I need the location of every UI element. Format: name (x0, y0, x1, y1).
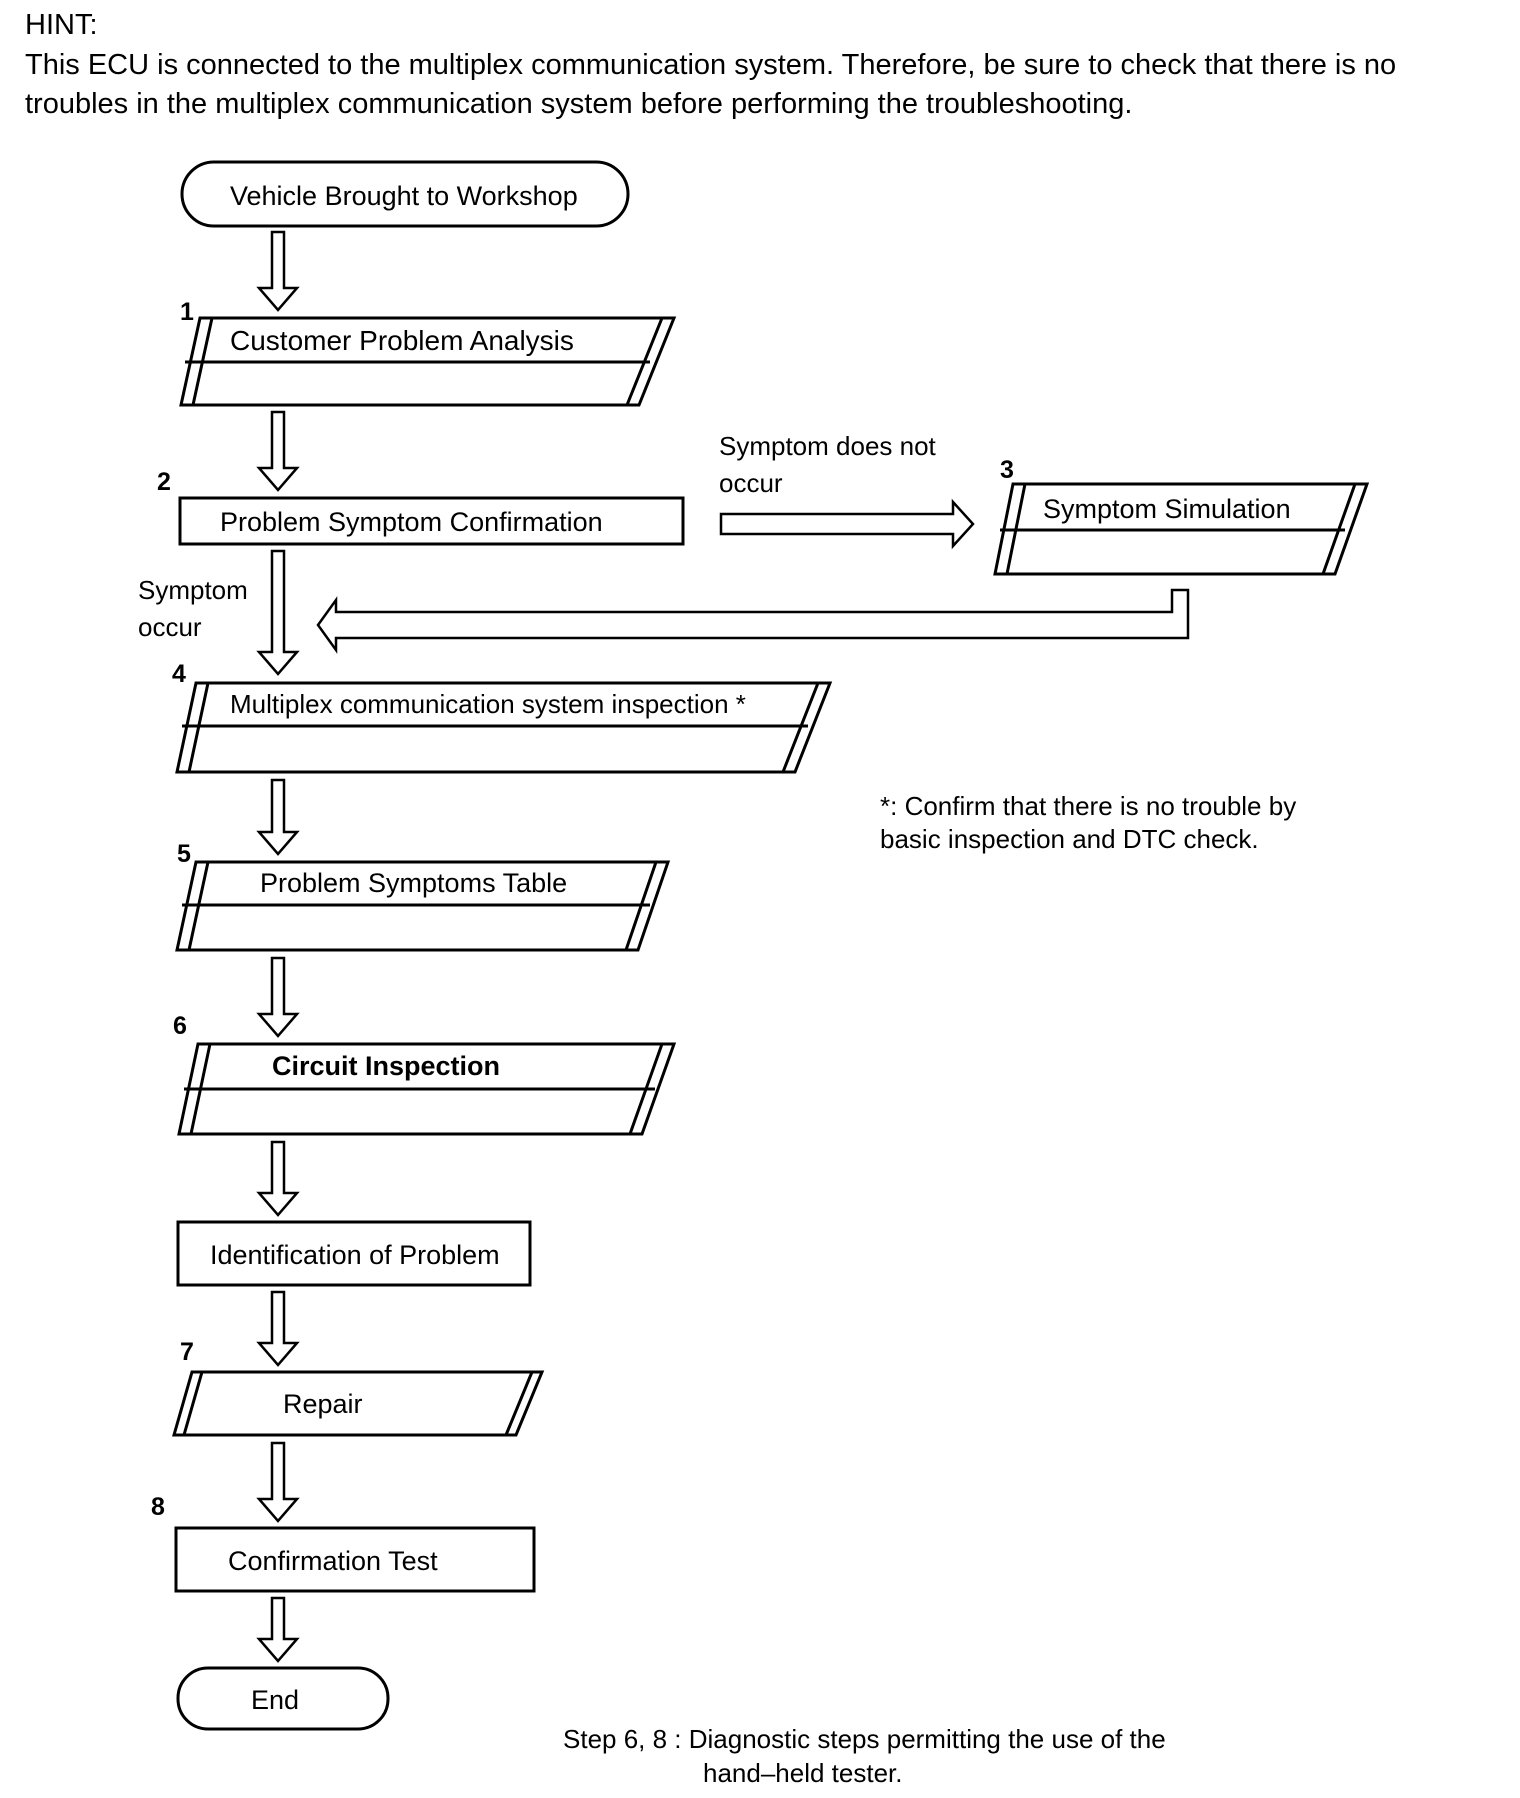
arrow-down-8 (256, 1441, 300, 1523)
step-5-number: 5 (177, 840, 191, 868)
branch-not-occur-line2: occur (719, 468, 783, 498)
identification-label: Identification of Problem (210, 1240, 500, 1270)
step-2-shape (178, 496, 685, 546)
step-4-label: Multiplex communication system inspectio… (230, 689, 746, 719)
arrow-down-9 (256, 1596, 300, 1663)
step-6-number: 6 (173, 1012, 187, 1040)
branch-occur-line2: occur (138, 612, 202, 642)
step-8-shape (174, 1526, 536, 1593)
step-1-number: 1 (180, 298, 194, 326)
start-terminator (180, 160, 630, 228)
arrow-down-2 (256, 410, 300, 492)
footnote-line1: *: Confirm that there is no trouble by (880, 791, 1297, 821)
footnote: *: Confirm that there is no trouble by b… (880, 790, 1296, 856)
arrow-down-3 (256, 549, 300, 676)
step-3-label: Symptom Simulation (1043, 494, 1291, 524)
branch-occur-line1: Symptom (138, 575, 248, 605)
step-4-number: 4 (172, 660, 186, 688)
start-label: Vehicle Brought to Workshop (230, 181, 578, 211)
footnote-line2: basic inspection and DTC check. (880, 824, 1259, 854)
arrow-down-7 (256, 1290, 300, 1367)
step-3-number: 3 (1000, 456, 1014, 484)
caption-line1: Step 6, 8 : Diagnostic steps permitting … (563, 1724, 1166, 1754)
branch-not-occur-line1: Symptom does not (719, 431, 936, 461)
step-1-label: Customer Problem Analysis (230, 325, 574, 356)
arrow-down-4 (256, 778, 300, 856)
caption-line2: hand–held tester. (703, 1758, 903, 1788)
step-7-label: Repair (283, 1389, 363, 1419)
step-7-number: 7 (180, 1338, 194, 1366)
step-6-label: Circuit Inspection (272, 1051, 500, 1081)
down-arrows (256, 230, 300, 1663)
arrow-return-from-simulation (316, 588, 1190, 654)
step-8-number: 8 (151, 1493, 165, 1521)
arrow-down-5 (256, 956, 300, 1038)
arrow-down-6 (256, 1140, 300, 1217)
hint-body: This ECU is connected to the multiplex c… (25, 49, 1397, 120)
step-2-number: 2 (157, 468, 171, 496)
step-8-label: Confirmation Test (228, 1546, 438, 1576)
identification-shape (176, 1220, 532, 1287)
step-5-label: Problem Symptoms Table (260, 868, 567, 898)
arrow-right-to-simulation (719, 498, 975, 550)
hint-title: HINT: (25, 9, 98, 41)
end-label: End (251, 1685, 299, 1715)
end-terminator (176, 1666, 390, 1731)
step-2-label: Problem Symptom Confirmation (220, 507, 603, 537)
arrow-down-1 (256, 230, 300, 312)
